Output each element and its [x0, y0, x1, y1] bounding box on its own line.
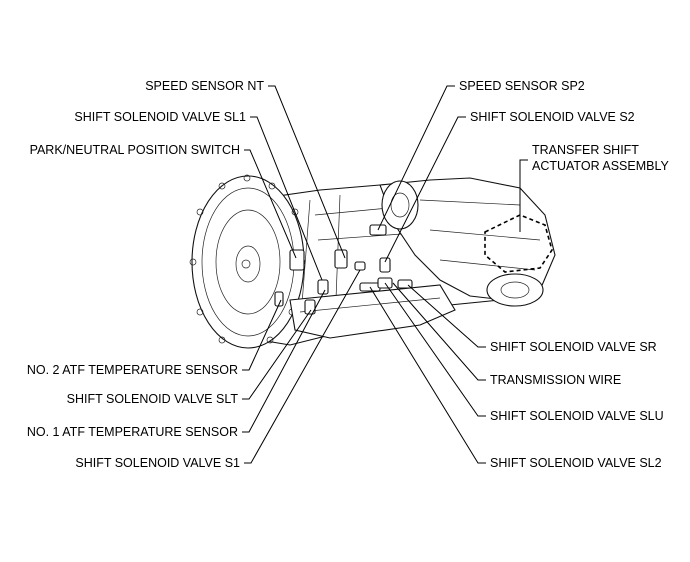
label-shift-solenoid-valve-s1: SHIFT SOLENOID VALVE S1	[75, 456, 240, 470]
label-transfer-shift-line2: ACTUATOR ASSEMBLY	[532, 159, 670, 173]
label-transmission-wire: TRANSMISSION WIRE	[490, 373, 621, 387]
torque-converter-housing	[191, 175, 305, 349]
label-transfer-shift-line1: TRANSFER SHIFT	[532, 143, 639, 157]
leader-lines	[242, 85, 528, 464]
label-shift-solenoid-valve-slt: SHIFT SOLENOID VALVE SLT	[67, 392, 239, 406]
label-no1-atf-temperature-sensor: NO. 1 ATF TEMPERATURE SENSOR	[27, 425, 238, 439]
label-shift-solenoid-valve-sl2: SHIFT SOLENOID VALVE SL2	[490, 456, 662, 470]
label-shift-solenoid-valve-sr: SHIFT SOLENOID VALVE SR	[490, 340, 657, 354]
label-shift-solenoid-valve-slu: SHIFT SOLENOID VALVE SLU	[490, 409, 664, 423]
label-no2-atf-temperature-sensor: NO. 2 ATF TEMPERATURE SENSOR	[27, 363, 238, 377]
label-park-neutral-position-switch: PARK/NEUTRAL POSITION SWITCH	[30, 143, 240, 157]
callout-labels: SPEED SENSOR NT SHIFT SOLENOID VALVE SL1…	[27, 79, 670, 470]
label-speed-sensor-nt: SPEED SENSOR NT	[145, 79, 264, 93]
transmission-illustration	[189, 174, 556, 349]
transfer-actuator-outline	[484, 214, 553, 273]
label-shift-solenoid-valve-s2: SHIFT SOLENOID VALVE S2	[470, 110, 635, 124]
label-speed-sensor-sp2: SPEED SENSOR SP2	[459, 79, 585, 93]
label-shift-solenoid-valve-sl1: SHIFT SOLENOID VALVE SL1	[74, 110, 246, 124]
